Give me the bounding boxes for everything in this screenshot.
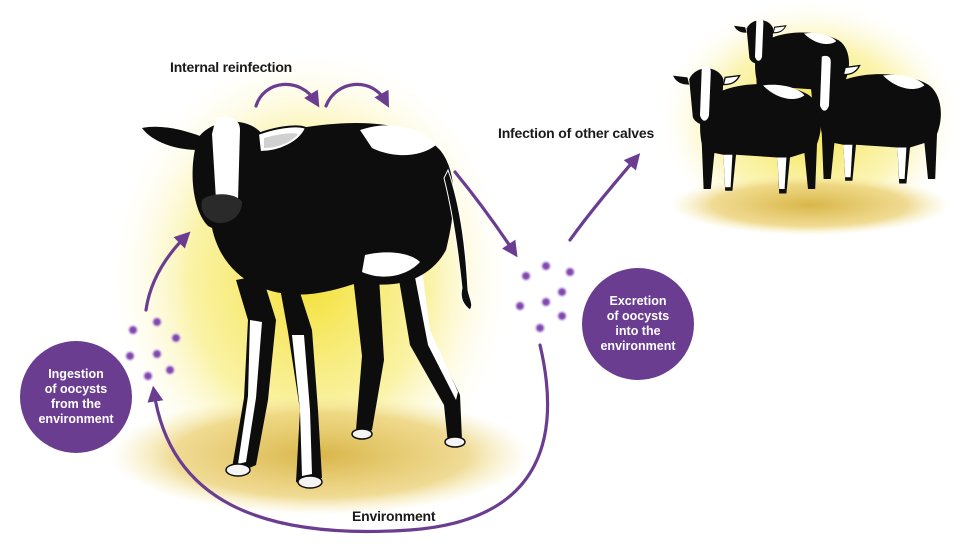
oocyst-dot bbox=[151, 316, 163, 328]
oocysts-left bbox=[124, 316, 182, 382]
oocyst-dot bbox=[164, 364, 176, 376]
oocyst-dot bbox=[170, 332, 182, 344]
oocysts-right bbox=[514, 260, 576, 334]
oocyst-dot bbox=[127, 324, 139, 336]
ingestion-bubble: Ingestion of oocysts from the environmen… bbox=[20, 341, 132, 453]
oocyst-dot bbox=[534, 322, 546, 334]
internal-reinfection-label: Internal reinfection bbox=[170, 59, 293, 75]
oocyst-dot bbox=[151, 348, 163, 360]
herd-ground bbox=[670, 175, 950, 235]
ingestion-arrow bbox=[144, 231, 191, 312]
ingestion-bubble-text: Ingestion of oocysts from the environmen… bbox=[38, 367, 114, 426]
oocyst-dot bbox=[124, 350, 136, 362]
oocyst-dot bbox=[540, 296, 552, 308]
excretion-arrow bbox=[453, 170, 518, 258]
oocyst-dot bbox=[142, 370, 154, 382]
internal-reinfection-arrow-2 bbox=[324, 82, 390, 108]
oocyst-dot bbox=[514, 300, 526, 312]
main-calf-illustration bbox=[142, 116, 473, 489]
oocyst-dot bbox=[540, 260, 552, 272]
excretion-bubble: Excretion of oocysts into the environmen… bbox=[582, 268, 694, 380]
cycle-arrows bbox=[144, 82, 641, 534]
oocyst-dot bbox=[556, 286, 568, 298]
environment-arrow bbox=[147, 343, 550, 534]
infection-other-calves-label: Infection of other calves bbox=[498, 125, 655, 141]
oocyst-dot bbox=[556, 310, 568, 322]
infection-other-calves-arrow bbox=[568, 153, 641, 242]
excretion-bubble-text: Excretion of oocysts into the environmen… bbox=[600, 294, 676, 353]
oocyst-dot bbox=[564, 266, 576, 278]
oocyst-dot bbox=[520, 270, 532, 282]
environment-label: Environment bbox=[352, 508, 436, 524]
internal-reinfection-arrow-1 bbox=[254, 82, 320, 108]
